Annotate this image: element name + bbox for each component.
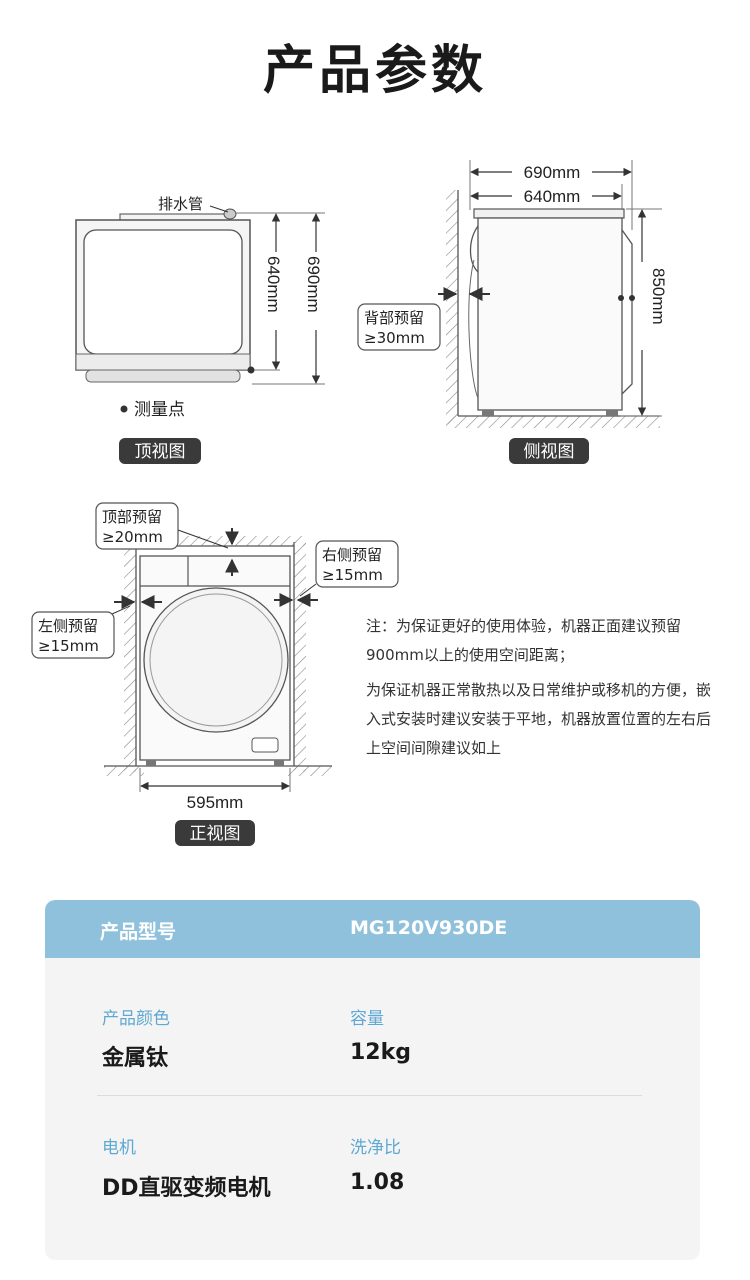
side-top-inner-dim: 640mm bbox=[524, 187, 581, 206]
back-clearance-value: ≥30mm bbox=[364, 329, 425, 347]
model-label: 产品型号 bbox=[100, 921, 177, 943]
wash-ratio-label: 洗净比 bbox=[350, 1138, 401, 1158]
top-depth-inner-dim: 640mm bbox=[264, 256, 283, 313]
left-clearance-title: 左侧预留 bbox=[38, 617, 98, 635]
top-depth-outer-dim: 690mm bbox=[304, 256, 323, 313]
measure-point-label: 测量点 bbox=[134, 400, 185, 420]
capacity-label: 容量 bbox=[350, 1009, 384, 1029]
top-view-label: 顶视图 bbox=[135, 442, 186, 462]
model-value: MG120V930DE bbox=[350, 917, 508, 939]
note-front-space: 注：为保证更好的使用体验，机器正面建议预留900mm以上的使用空间距离； bbox=[366, 617, 682, 664]
back-clearance-title: 背部预留 bbox=[364, 309, 424, 327]
color-value: 金属钛 bbox=[102, 1046, 169, 1071]
spec-header: 产品型号 MG120V930DE bbox=[45, 900, 700, 958]
drain-pipe-label: 排水管 bbox=[158, 195, 203, 213]
side-view: 690mm 640mm 850mm 背部预留 ≥30mm 侧视图 bbox=[357, 160, 668, 464]
right-clearance-title: 右侧预留 bbox=[322, 546, 382, 564]
front-width-dim: 595mm bbox=[187, 793, 244, 812]
side-view-label: 侧视图 bbox=[524, 442, 575, 462]
motor-label: 电机 bbox=[102, 1138, 136, 1158]
right-clearance-value: ≥15mm bbox=[322, 566, 383, 584]
spec-divider bbox=[97, 1095, 642, 1096]
dimension-diagrams: 排水管 640mm 690mm 测量点 顶视图 6 bbox=[31, 160, 668, 846]
spec-table: 产品型号 MG120V930DE 产品颜色 金属钛 容量 12kg 电机 DD直… bbox=[45, 900, 700, 1260]
capacity-value: 12kg bbox=[350, 1040, 411, 1065]
note-installation: 为保证机器正常散热以及日常维护或移机的方便，嵌入式安装时建议安装于平地，机器放置… bbox=[366, 681, 712, 757]
left-clearance-value: ≥15mm bbox=[38, 637, 99, 655]
side-top-outer-dim: 690mm bbox=[524, 163, 581, 182]
wash-ratio-value: 1.08 bbox=[350, 1170, 405, 1195]
top-clearance-value: ≥20mm bbox=[102, 528, 163, 546]
top-view: 排水管 640mm 690mm 测量点 顶视图 bbox=[75, 195, 325, 464]
side-height-dim: 850mm bbox=[649, 268, 668, 325]
front-view: 顶部预留 ≥20mm 右侧预留 ≥15mm 左侧预留 ≥15mm 595mm 正… bbox=[31, 502, 399, 846]
motor-value: DD直驱变频电机 bbox=[102, 1176, 271, 1201]
top-clearance-title: 顶部预留 bbox=[102, 508, 162, 526]
page-title: 产品参数 bbox=[262, 41, 487, 101]
front-view-label: 正视图 bbox=[190, 824, 241, 844]
color-label: 产品颜色 bbox=[102, 1009, 170, 1029]
